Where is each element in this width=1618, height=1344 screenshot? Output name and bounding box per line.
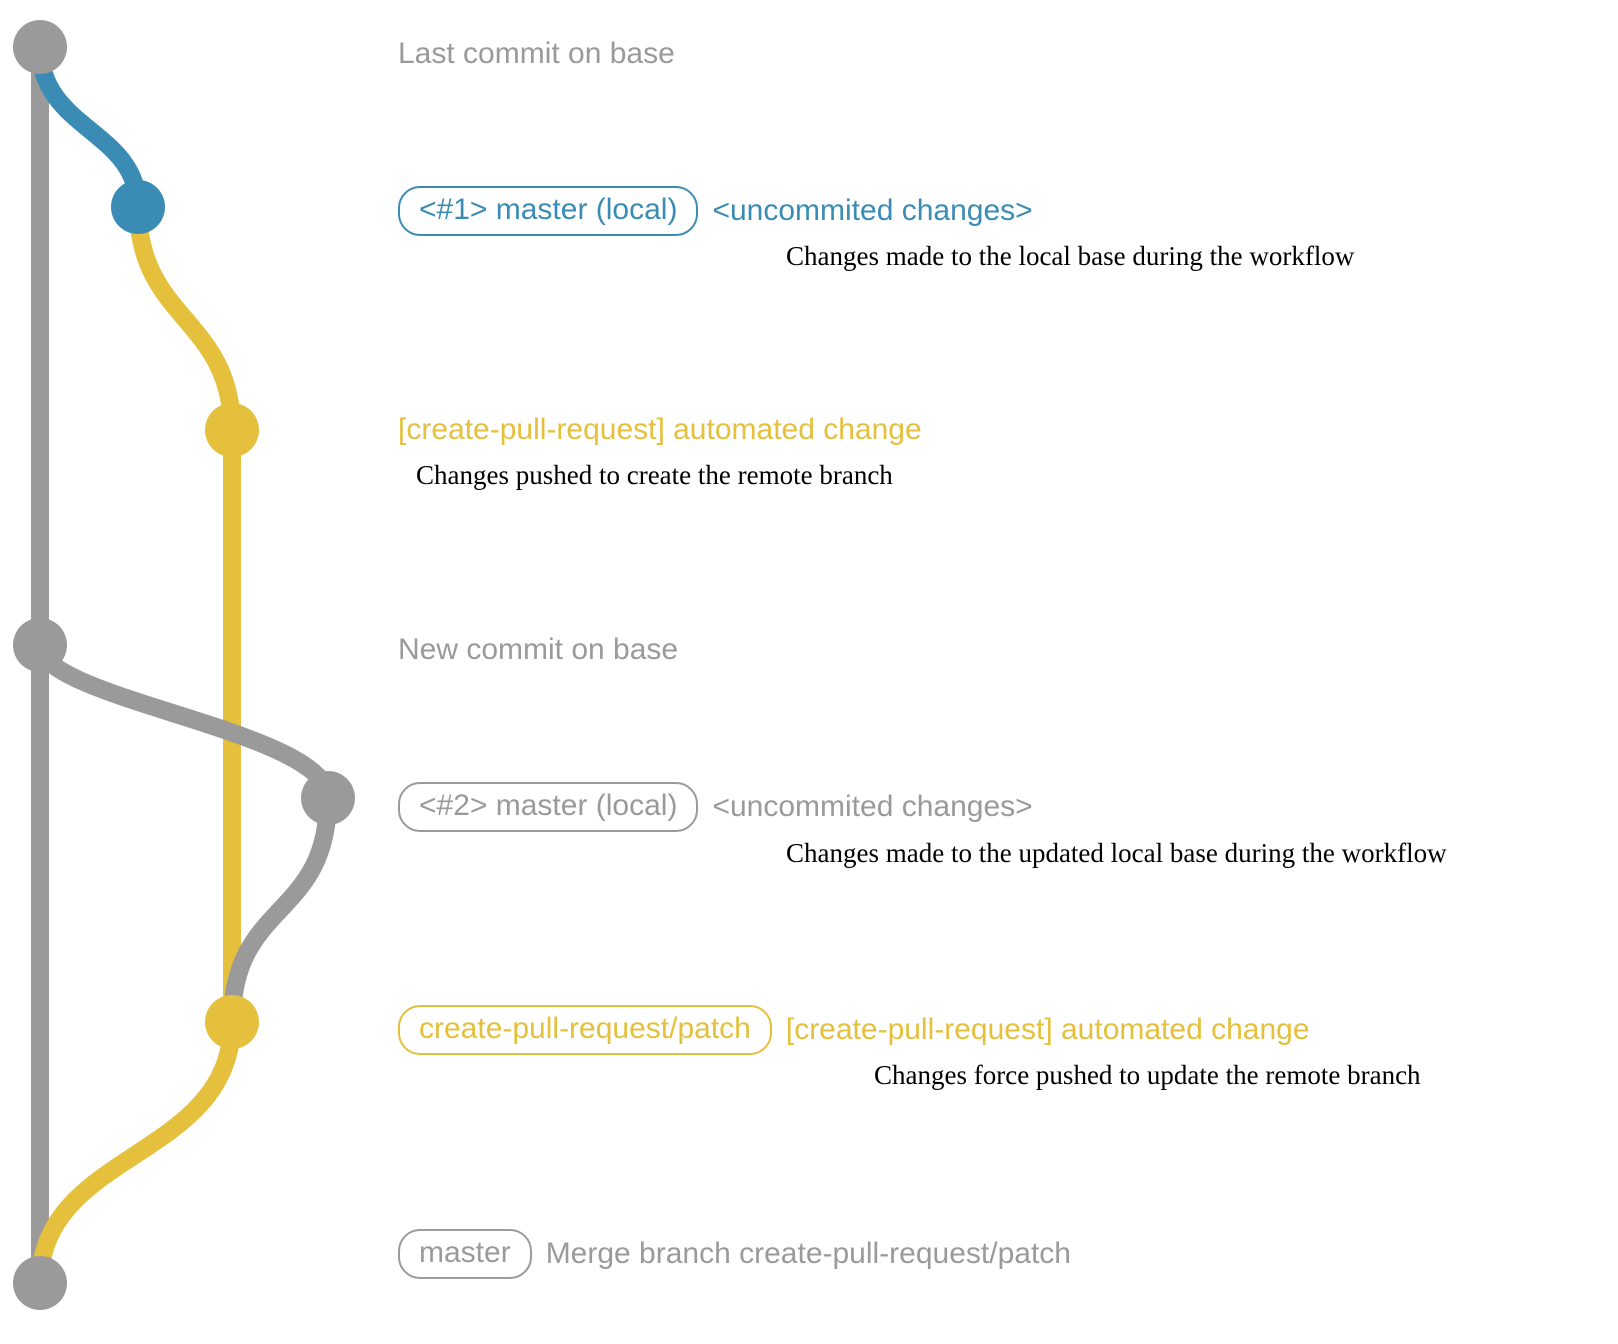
commit-message-master-local-2: <uncommited changes>	[712, 790, 1033, 823]
label-last-commit-on-base: Last commit on base	[398, 37, 675, 70]
description-master-local-1: Changes made to the local base during th…	[786, 241, 1355, 271]
node-new-commit-on-base[interactable]	[13, 618, 67, 672]
commit-message-merge-master: Merge branch create-pull-request/patch	[545, 1237, 1071, 1270]
row-new-commit-on-base: New commit on base	[398, 635, 678, 665]
branch-line-patch-merge	[31, 1013, 241, 1292]
description-master-local-2: Changes made to the updated local base d…	[786, 838, 1447, 868]
commit-message-master-local-1: <uncommited changes>	[712, 194, 1033, 227]
node-automated-change-2[interactable]	[205, 995, 259, 1049]
row-create-pull-request-patch: create-pull-request/patch [create-pull-r…	[398, 1005, 1310, 1055]
node-automated-change-1[interactable]	[205, 403, 259, 457]
label-automated-change-1: [create-pull-request] automated change	[398, 413, 922, 446]
ref-pill-master[interactable]: master	[398, 1229, 532, 1279]
ref-pill-create-pull-request-patch[interactable]: create-pull-request/patch	[398, 1005, 772, 1055]
description-create-pull-request-patch: Changes force pushed to update the remot…	[874, 1060, 1421, 1090]
node-merge-master[interactable]	[13, 1256, 67, 1310]
row-last-commit-on-base: Last commit on base	[398, 39, 675, 69]
node-master-local-2[interactable]	[301, 771, 355, 825]
ref-pill-master-local-2[interactable]: <#2> master (local)	[398, 782, 699, 832]
row-merge-master: master Merge branch create-pull-request/…	[398, 1229, 1071, 1279]
row-master-local-2: <#2> master (local) <uncommited changes>	[398, 782, 1033, 832]
label-new-commit-on-base: New commit on base	[398, 633, 679, 666]
row-automated-change-1: [create-pull-request] automated change	[398, 415, 922, 445]
node-last-commit-on-base[interactable]	[13, 20, 67, 74]
commit-message-create-pull-request-patch: [create-pull-request] automated change	[785, 1013, 1310, 1046]
row-master-local-1: <#1> master (local) <uncommited changes>	[398, 186, 1033, 236]
description-automated-change-1: Changes pushed to create the remote bran…	[416, 460, 893, 490]
ref-pill-master-local-1[interactable]: <#1> master (local)	[398, 186, 699, 236]
node-master-local-1[interactable]	[111, 180, 165, 234]
branch-line-patch-upper	[129, 198, 241, 439]
branch-line-updated-local-down	[223, 789, 337, 1031]
